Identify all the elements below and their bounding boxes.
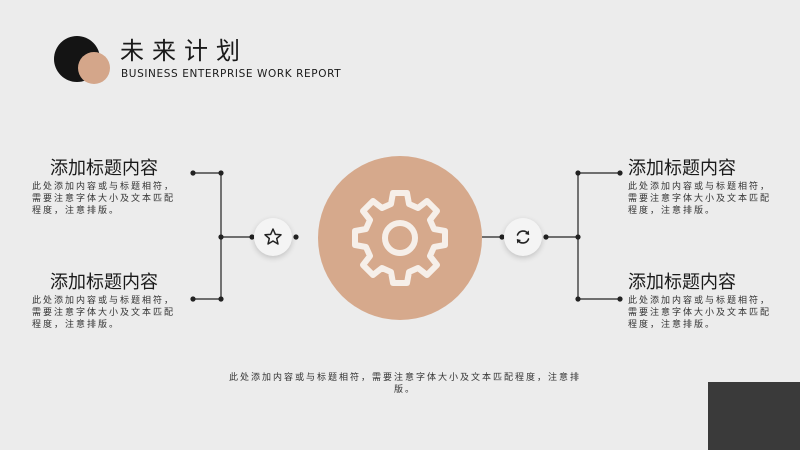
item-heading-bottom-right: 添加标题内容 [628, 272, 736, 293]
footer-text: 此处添加内容或与标题相符，需要注意字体大小及文本匹配程度，注意排版。 [228, 373, 581, 395]
logo-circle-accent [78, 52, 110, 84]
corner-block [708, 382, 800, 450]
center-circle [318, 156, 482, 320]
page-subtitle: BUSINESS ENTERPRISE WORK REPORT [121, 68, 342, 80]
item-body-top-right: 此处添加内容或与标题相符，需要注意字体大小及文本匹配程度，注意排版。 [628, 182, 772, 216]
star-icon [264, 228, 282, 245]
star-button[interactable] [254, 218, 292, 256]
page-title: 未来计划 [120, 37, 248, 65]
gear-icon [352, 190, 448, 286]
item-body-bottom-left: 此处添加内容或与标题相符，需要注意字体大小及文本匹配程度，注意排版。 [32, 296, 176, 330]
refresh-button[interactable] [504, 218, 542, 256]
refresh-icon [516, 230, 530, 244]
item-heading-bottom-left: 添加标题内容 [50, 272, 158, 293]
item-body-bottom-right: 此处添加内容或与标题相符，需要注意字体大小及文本匹配程度，注意排版。 [628, 296, 772, 330]
item-heading-top-left: 添加标题内容 [50, 158, 158, 179]
item-heading-top-right: 添加标题内容 [628, 158, 736, 179]
item-body-top-left: 此处添加内容或与标题相符，需要注意字体大小及文本匹配程度，注意排版。 [32, 182, 176, 216]
